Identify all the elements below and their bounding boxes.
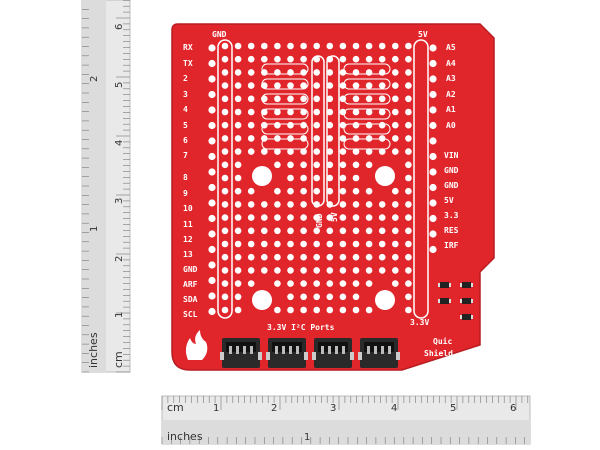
top-gnd-label: GND (212, 30, 227, 39)
top-5v-label: 5V (418, 30, 428, 39)
bottom-ruler-inch-label: inches (167, 430, 203, 443)
right-pin-label: A3 (446, 74, 456, 83)
left-pin-label: 10 (183, 204, 193, 213)
right-pin-label: A0 (446, 121, 456, 130)
right-rail-outline (413, 39, 429, 319)
bottom-ruler-cm-2: 2 (271, 403, 277, 414)
left-ruler-cm-3: 3 (114, 198, 125, 204)
right-pin-label: A2 (446, 90, 456, 99)
center-gnd-label: GND (315, 213, 324, 228)
qwiic-connector (358, 338, 400, 368)
bottom-ruler-cm-3: 3 (330, 403, 336, 414)
right-pin-label: 3.3 (444, 211, 459, 220)
left-ruler-cm-5: 5 (114, 82, 125, 88)
left-ruler-inch-2: 2 (89, 76, 100, 82)
qwiic-connector (266, 338, 308, 368)
right-pin-label: A5 (446, 43, 456, 52)
bottom-3v3-label: 3.3V (410, 318, 429, 327)
left-pin-label: GND (183, 265, 198, 274)
bottom-ruler-cm-label: cm (167, 401, 184, 414)
bottom-ruler: cm inches 1 2 3 4 5 6 1 (161, 395, 531, 445)
right-pin-label: IRF (444, 241, 459, 250)
sparkfun-flame-icon (185, 330, 208, 360)
right-pin-label: VIN (444, 151, 459, 160)
center-5v-label: 5V (330, 212, 339, 222)
i2c-ports-label: 3.3V I²C Ports (267, 323, 335, 332)
left-pin-label: 6 (183, 136, 188, 145)
left-pin-label: 7 (183, 151, 188, 160)
left-rail-outline (217, 39, 233, 319)
left-ruler-cm-2: 2 (114, 256, 125, 262)
left-pin-label: 11 (183, 220, 193, 229)
qwiic-connector (312, 338, 354, 368)
bottom-ruler-cm-1: 1 (213, 403, 219, 414)
right-pin-label: A4 (446, 59, 456, 68)
left-ruler-cm-6: 6 (114, 24, 125, 30)
bottom-ruler-cm-5: 5 (450, 403, 456, 414)
left-pin-label: 5 (183, 121, 188, 130)
bottom-ruler-inch-1: 1 (304, 432, 310, 443)
right-pin-label: GND (444, 181, 459, 190)
left-pin-label: ARF (183, 280, 198, 289)
center-5v-outline (326, 55, 340, 207)
mount-hole (252, 166, 272, 186)
left-ruler-inch-1: 1 (89, 226, 100, 232)
left-pin-label: 4 (183, 105, 188, 114)
right-pin-label: RES (444, 226, 459, 235)
left-ruler-inch-label: inches (87, 332, 100, 368)
mount-hole (375, 290, 395, 310)
board-title-quic: Quic (433, 336, 452, 346)
left-pin-label: SDA (183, 295, 198, 304)
left-pin-label: 13 (183, 250, 193, 259)
left-pin-label: RX (183, 43, 193, 52)
right-pin-label: GND (444, 166, 459, 175)
left-pin-label: 8 (183, 173, 188, 182)
left-ruler-cm-4: 4 (114, 140, 125, 146)
right-pin-label: 5V (444, 196, 454, 205)
left-pin-label: 3 (183, 90, 188, 99)
bottom-ruler-cm-4: 4 (391, 403, 397, 414)
left-ruler-cm-label: cm (112, 351, 125, 368)
smd-components (438, 282, 473, 320)
left-pin-label: 2 (183, 74, 188, 83)
qwiic-connector (220, 338, 262, 368)
left-pin-label: 12 (183, 235, 193, 244)
mount-hole (252, 290, 272, 310)
proto-pads (208, 42, 437, 316)
left-ruler: inches cm 1 2 1 2 3 4 5 6 (81, 0, 131, 373)
board-title-shield: Shield (424, 348, 453, 358)
right-pin-label: A1 (446, 105, 456, 114)
mount-hole (375, 166, 395, 186)
left-pin-label: 9 (183, 189, 188, 198)
left-ruler-cm-1: 1 (114, 312, 125, 318)
left-pin-label: TX (183, 59, 193, 68)
bottom-ruler-cm-6: 6 (510, 403, 516, 414)
left-pin-label: SCL (183, 310, 198, 319)
